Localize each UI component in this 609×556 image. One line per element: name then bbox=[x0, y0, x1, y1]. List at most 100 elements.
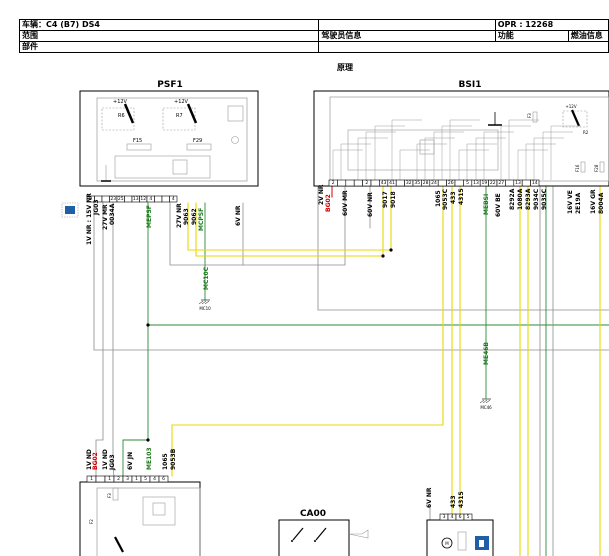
bsi1-pin-number: 2 bbox=[332, 180, 335, 186]
bottom-left-pin-number: 2 bbox=[117, 476, 120, 482]
connector-icon bbox=[61, 202, 79, 218]
psf1-supply-a: +12V bbox=[113, 99, 128, 105]
ca00-switch-a-icon bbox=[292, 527, 304, 541]
bsi1-pin-number: 14 bbox=[532, 180, 538, 186]
wire-gray-6v-jn bbox=[112, 202, 115, 477]
bsi1-pin-cell bbox=[454, 179, 464, 187]
psf1-pin-cell bbox=[101, 195, 110, 203]
wire-label-bl-bg02: BG02 bbox=[92, 452, 99, 470]
psf1-relay-r7: +12V R7 bbox=[162, 99, 198, 131]
bsi1-pin-number: 2 bbox=[365, 180, 368, 186]
bsi1-pin-number: 13 bbox=[473, 180, 479, 186]
bsi1-pin-number: 26 bbox=[448, 180, 454, 186]
psf1-relay-r6: +12V R6 bbox=[101, 99, 135, 131]
bsi1-supply: +12V bbox=[565, 104, 576, 109]
wire-label-1065: 1065 bbox=[435, 190, 442, 207]
wire-gray-0034a bbox=[95, 202, 104, 477]
wire-yellow-9062 bbox=[195, 186, 384, 257]
ground-mc10-label: MC10 bbox=[199, 306, 211, 311]
wire-label-bm-6v-nr: 6V NR bbox=[426, 487, 433, 508]
bottom-mid-pin-number: 3 bbox=[443, 514, 446, 520]
wire-label-9034c: 9034C bbox=[533, 188, 540, 210]
wire-label-4315: 4315 bbox=[458, 188, 465, 205]
ca00-switch-b-icon bbox=[315, 527, 327, 541]
wire-yellow-9063 bbox=[187, 186, 392, 251]
wire-label-9053b: 9053B bbox=[170, 448, 177, 470]
wire-label-9018: 9018 bbox=[390, 191, 397, 208]
psf1-relay-r6-label: R6 bbox=[118, 113, 125, 119]
bottom-mid-pin-cell bbox=[463, 513, 473, 521]
psf1-supply-b: +12V bbox=[174, 99, 189, 105]
bsi1-pin-cell bbox=[521, 179, 531, 187]
wire-label-jg03: JG03 bbox=[93, 199, 100, 216]
psf1-pin-cell bbox=[154, 195, 163, 203]
bottom-left-pin-number: 4 bbox=[153, 476, 156, 482]
junction-dot bbox=[146, 323, 150, 327]
psf1-pin-cell bbox=[169, 195, 178, 203]
wire-label-me103: ME103 bbox=[146, 447, 153, 470]
wire-label-2e19a: 2E19A bbox=[575, 192, 582, 214]
wire-label-60v-mr: 60V MR bbox=[342, 190, 349, 216]
bsi1-pin-number: 35 bbox=[414, 180, 420, 186]
connector-icon-fill bbox=[65, 206, 75, 214]
bsi1-pin-cell bbox=[505, 179, 515, 187]
wire-label-8004a: 8004A bbox=[598, 192, 605, 214]
bsi1-pin-number: 24 bbox=[431, 180, 437, 186]
psf1-fuse-f15-label: F15 bbox=[133, 138, 142, 144]
ground-mc46: MC46 bbox=[479, 398, 492, 410]
psf1-fuse-f15: F15 bbox=[126, 138, 152, 151]
bsi1-title: BSI1 bbox=[459, 80, 482, 90]
bsi1-pin-number: 19 bbox=[482, 180, 488, 186]
psf1-pin-number: 25 bbox=[118, 196, 124, 202]
wire-gray-bsi-left bbox=[317, 186, 609, 311]
wire-label-9053c: 9053C bbox=[442, 188, 449, 210]
wire-label-8293a: 8293A bbox=[525, 188, 532, 210]
ca00-module: CA00 bbox=[278, 509, 369, 556]
wire-label-1v-nd-a: 1V ND bbox=[86, 449, 93, 470]
wire-label-8292a: 8292A bbox=[509, 188, 516, 210]
bsi1-fuse-f28: F28 bbox=[594, 164, 599, 172]
wire-label-mc10c: MC10C bbox=[203, 266, 210, 290]
bsi1-pin-cell bbox=[353, 179, 363, 187]
wire-label-27v-mr: 27V MR bbox=[102, 204, 109, 230]
wire-label-9035c: 9035C bbox=[541, 188, 548, 210]
wire-label-bl-1065: 1065 bbox=[162, 453, 169, 470]
wire-label-1080a: 1080A bbox=[517, 188, 524, 210]
wire-label-1v-nr-15v-nr: 1V NR : 15V NR bbox=[86, 193, 93, 245]
psf1-pin-cell bbox=[161, 195, 170, 203]
wire-label-9063: 9063 bbox=[183, 208, 190, 225]
psf1-pin-number: 12 bbox=[140, 196, 146, 202]
wire-yellow-1065 bbox=[171, 186, 444, 477]
bsi1-pin-number: 28 bbox=[423, 180, 429, 186]
bottom-left-pin-number: 1 bbox=[90, 476, 93, 482]
ca00-title: CA00 bbox=[300, 509, 326, 519]
bsi1-fuse-f3: F3 bbox=[527, 113, 532, 118]
bottom-mid-pin-number: 6 bbox=[459, 514, 462, 520]
part-value-cell bbox=[318, 41, 609, 53]
wire-label-mebsi: MEBSI bbox=[483, 194, 490, 215]
psf1-pin-number: 4 bbox=[172, 196, 175, 202]
wire-label-27v-nr: 27V NR bbox=[176, 203, 183, 228]
wire-label-1v-nd-b: 1V ND bbox=[102, 449, 109, 470]
wire-label-bl-jg03: JG03 bbox=[109, 454, 116, 471]
header-table: 车辆：C4 (B7) DS4 OPR : 12268 范围 驾驶员信息 功能 燃… bbox=[18, 19, 609, 53]
wire-label-9017: 9017 bbox=[382, 191, 389, 208]
wire-label-16v-ve: 16V VE bbox=[567, 190, 574, 214]
wire-label-bg02: BG02 bbox=[325, 194, 332, 212]
bsi1-pin-number: 5 bbox=[466, 180, 469, 186]
bsi1-pin-cell bbox=[437, 179, 447, 187]
psf1-indicator-icon bbox=[231, 136, 239, 144]
part-label-cell: 部件 bbox=[18, 41, 320, 53]
wire-label-bm-433: 433 bbox=[450, 495, 457, 508]
wire-label-60v-be: 60V BE bbox=[495, 193, 502, 217]
bsi1-pin-number: 22 bbox=[490, 180, 496, 186]
wire-label-0034a: 0034A bbox=[109, 203, 116, 225]
bsi1-pin-number: 13 bbox=[515, 180, 521, 186]
diagram-title: 原理 bbox=[337, 63, 353, 72]
bottom-left-fuse-f2: F2 bbox=[89, 519, 94, 524]
